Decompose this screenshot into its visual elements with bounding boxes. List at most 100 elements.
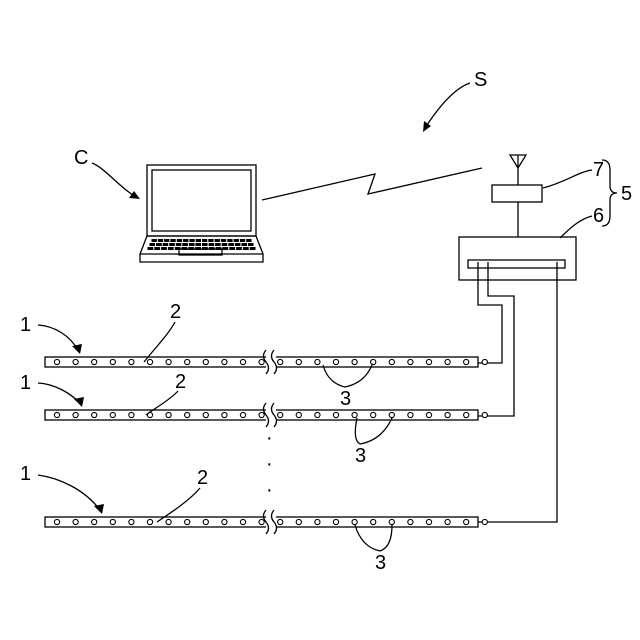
keyboard-key (240, 239, 245, 242)
sensor-hole (259, 412, 264, 417)
cable-row-2 (478, 262, 514, 416)
support-leader (144, 322, 175, 362)
keyboard-key (236, 247, 242, 250)
sensor-hole (222, 359, 227, 364)
system-arrow-head (423, 121, 431, 132)
sensor-leader-b (345, 365, 372, 387)
keyboard-key (221, 239, 226, 242)
sensor-strips: 123123123 (20, 301, 487, 574)
keyboard-key (228, 243, 234, 246)
sensor-hole (54, 412, 59, 417)
keyboard-key (154, 247, 160, 250)
keyboard-key (168, 247, 174, 250)
sensor-hole (185, 359, 190, 364)
keyboard-key (234, 239, 239, 242)
sensor-hole (110, 412, 115, 417)
sensor-hole (278, 412, 283, 417)
keyboard-key (248, 243, 254, 246)
sensor-hole (73, 519, 78, 524)
sensor-hole (203, 412, 208, 417)
sensor-hole (371, 519, 376, 524)
keyboard-key (195, 243, 201, 246)
keyboard-key (229, 247, 235, 250)
sensor-hole (203, 519, 208, 524)
keyboard-key (243, 247, 249, 250)
sensor-hole (129, 519, 134, 524)
sensor-hole (147, 519, 152, 524)
keyboard-key (170, 239, 175, 242)
transceiver-leader (543, 170, 592, 188)
keyboard-key (176, 243, 182, 246)
keyboard-key (189, 239, 194, 242)
strip-arrow-head (72, 344, 82, 354)
sensor-strip-row: 123 (20, 301, 487, 410)
system-arrow-line (425, 83, 470, 128)
sensor-hole (445, 412, 450, 417)
keyboard-key (241, 243, 247, 246)
grouping-brace (602, 160, 617, 226)
controller-box (459, 237, 576, 280)
strip-arrow-line (38, 383, 80, 403)
computer-label: C (74, 147, 88, 169)
sensor-hole (92, 412, 97, 417)
sensor-hole (426, 519, 431, 524)
sensor-leader-a (355, 525, 380, 551)
sensor-hole (333, 412, 338, 417)
sensor-strip-row: 123 (20, 371, 487, 467)
sensor-leader-a (323, 365, 345, 387)
sensor-hole (315, 359, 320, 364)
sensor-hole (408, 359, 413, 364)
sensor-leader-b (380, 525, 392, 551)
controller-leader (560, 216, 592, 238)
sensor-hole (445, 519, 450, 524)
keyboard-key (163, 243, 169, 246)
keyboard-key (189, 243, 195, 246)
keyboard-key (161, 247, 167, 250)
sensor-hole (166, 359, 171, 364)
sensor-hole (92, 519, 97, 524)
sensor-hole (464, 519, 469, 524)
sensor-hole (408, 412, 413, 417)
sensor-hole (166, 519, 171, 524)
system-label: S (474, 69, 487, 91)
laptop-icon (140, 165, 263, 262)
strip-arrow-line (38, 475, 100, 510)
sensor-hole (278, 359, 283, 364)
sensor-strip-row: 123 (20, 463, 487, 574)
sensor-hole (464, 412, 469, 417)
sensor-hole (73, 359, 78, 364)
sensor-hole (185, 412, 190, 417)
keyboard-key (235, 243, 241, 246)
keyboard-key (222, 243, 228, 246)
sensor-hole (110, 359, 115, 364)
sensor-hole (110, 519, 115, 524)
keyboard-key (182, 243, 188, 246)
sensor-leader-a (355, 418, 360, 444)
sensor-hole (352, 412, 357, 417)
sensor-hole (129, 412, 134, 417)
sensor-hole (482, 359, 487, 364)
sensor-hole (222, 519, 227, 524)
keyboard-key (215, 239, 220, 242)
sensor-hole (389, 359, 394, 364)
keyboard-key (158, 239, 163, 242)
transceiver-box (492, 185, 542, 202)
sensor-hole (482, 519, 487, 524)
keyboard-key (196, 239, 201, 242)
sensor-hole (278, 519, 283, 524)
keyboard-key (150, 243, 156, 246)
keyboard-key (156, 243, 162, 246)
sensor-hole (296, 519, 301, 524)
sensor-label: 3 (340, 388, 351, 410)
sensor-hole (73, 412, 78, 417)
laptop-screen-frame (147, 165, 256, 236)
sensor-hole (371, 412, 376, 417)
sensor-hole (426, 412, 431, 417)
keyboard-key (202, 239, 207, 242)
keyboard-key (250, 247, 256, 250)
sensor-hole (296, 359, 301, 364)
sensor-hole (147, 359, 152, 364)
sensor-hole (408, 519, 413, 524)
sensor-hole (333, 519, 338, 524)
